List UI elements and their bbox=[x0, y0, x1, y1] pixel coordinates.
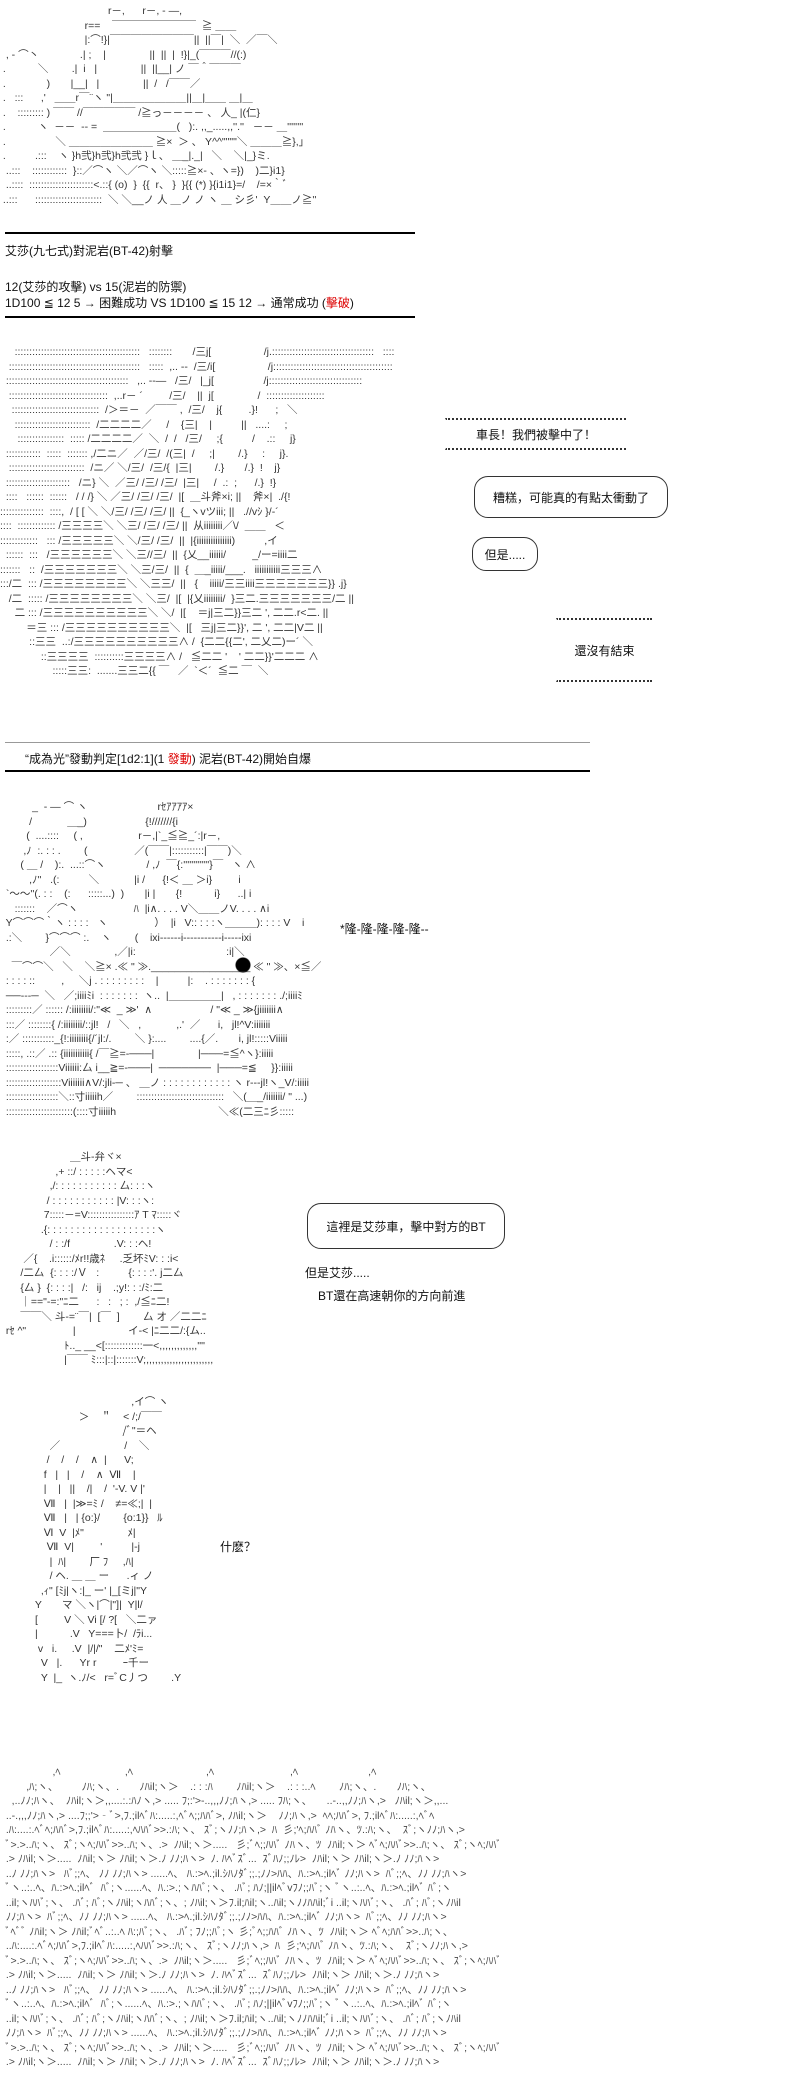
rumble-sfx: *隆-隆-隆-隆-隆-- bbox=[340, 922, 429, 936]
bubble-text: 還沒有結束 bbox=[574, 643, 635, 658]
speech-bubble-but: 但是..... bbox=[472, 537, 538, 571]
shot-title: 艾莎(九七式)對泥岩(BT-42)射擊 bbox=[5, 244, 174, 258]
roll-line-2-text: 1D100 ≦ 12 5 → 困難成功 VS 1D100 ≦ 15 12 → 通… bbox=[5, 296, 326, 310]
divider bbox=[5, 770, 590, 772]
skill-prefix: “成為光”發動判定[1d2:1](1 bbox=[25, 752, 168, 766]
roll-result: 擊破 bbox=[325, 296, 350, 310]
bubble-text: 這裡是艾莎車，擊中對方的BT bbox=[326, 1219, 486, 1234]
dialogue-bt-approaching: BT還在高速朝你的方向前進 bbox=[318, 1289, 466, 1303]
skill-suffix: ) 泥岩(BT-42)開始自爆 bbox=[191, 752, 312, 766]
speech-bubble-reckless: 糟糕，可能真的有點太衝動了 bbox=[474, 476, 668, 518]
bubble-text: 車長！我們被擊中了！ bbox=[475, 427, 596, 442]
speech-bubble-elsa-car: 這裡是艾莎車，擊中對方的BT bbox=[307, 1203, 505, 1249]
roll-line-2: 1D100 ≦ 12 5 → 困難成功 VS 1D100 ≦ 15 12 → 通… bbox=[5, 294, 354, 311]
dialogue-but-elsa: 但是艾莎..... bbox=[305, 1266, 370, 1280]
bubble-text: 糟糕，可能真的有點太衝動了 bbox=[492, 490, 649, 505]
divider bbox=[5, 316, 415, 318]
crowd-ascii-art: ,ﾍ ,ﾍ ,ﾍ ,ﾍ ,ﾍ ,ﾊ;ヽ、 ﾉﾊ;ヽ、. ﾉﾊil;ヽ＞ .: :… bbox=[2, 1766, 502, 2068]
roll-close: ) bbox=[349, 296, 354, 310]
explosion-ascii-art: _ ‐ ― ⌒ ヽ rｾｱｱｱｱ× / ＿_) {!///////{i ( ..… bbox=[0, 800, 600, 1120]
tank-front-ascii-art: ＿斗‐弁ヾ× ,+ ::/ : : : : :ヘマ< ,/: : : : : :… bbox=[5, 1151, 214, 1366]
tank-ascii-art: r－, r－, ‐ ―, r== ￣￣￣￣￣￣￣￣ ≧ ＿＿ |:⌒!}|￣￣￣… bbox=[2, 5, 317, 209]
bubble-text: 但是..... bbox=[484, 547, 526, 562]
battle-ascii-art: ::::::::::::::::::::::::::::::::::::::::… bbox=[0, 346, 395, 677]
dialogue-what: 什麽？ bbox=[220, 1540, 257, 1554]
girl-ascii-art: ,イ⌒ ヽ ＞ ＂ < /;/￣￣ /ﾞ"＝ヘ ／ / ＼ / / / ∧ | … bbox=[34, 1396, 182, 1684]
skill-result: 發動 bbox=[167, 752, 192, 766]
speech-bubble-hit: 車長！我們被擊中了！ bbox=[445, 418, 626, 450]
roll-line-1: 12(艾莎的攻擊) vs 15(泥岩的防禦) bbox=[5, 280, 187, 294]
divider bbox=[5, 232, 415, 234]
divider bbox=[5, 742, 590, 743]
skill-check-line: “成為光”發動判定[1d2:1](1 發動) 泥岩(BT-42)開始自爆 bbox=[25, 750, 311, 767]
speech-bubble-not-over: 還沒有結束 bbox=[556, 618, 652, 682]
